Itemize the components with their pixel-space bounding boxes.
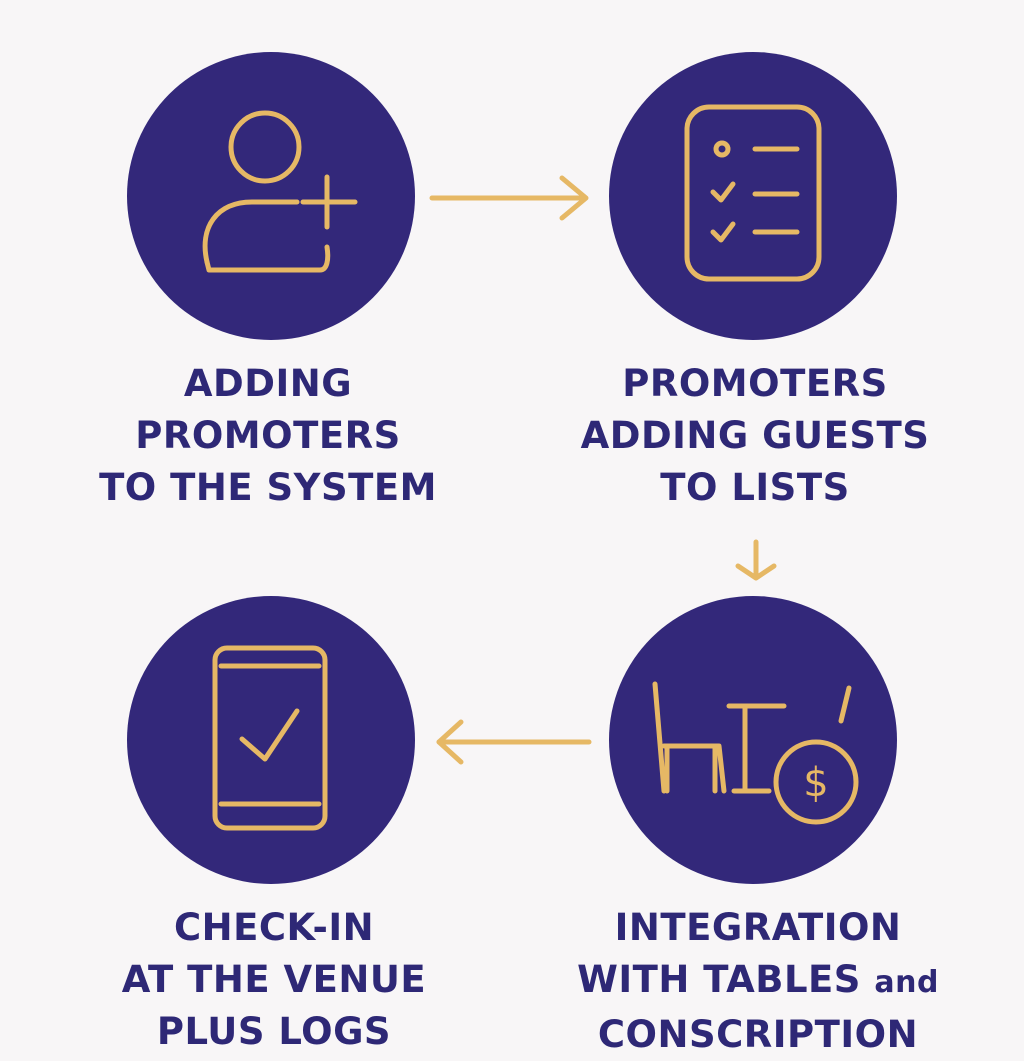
arrow-down-icon: [735, 539, 777, 581]
step-3-label: INTEGRATION WITH TABLES and CONSCRIPTION: [577, 906, 939, 1056]
table-chair-dollar-icon: $: [652, 681, 859, 825]
phone-check-icon: [212, 645, 328, 831]
step-3-circle: $: [609, 596, 897, 884]
add-user-icon: [202, 110, 358, 273]
arrow-left-icon: [436, 719, 592, 765]
arrow-right-icon: [429, 175, 589, 221]
step-1-circle: [127, 52, 415, 340]
checklist-icon: [684, 104, 822, 282]
step-2-label: PROMOTERS ADDING GUESTS TO LISTS: [580, 362, 930, 509]
step-1-label: ADDING PROMOTERS TO THE SYSTEM: [99, 362, 437, 509]
step-4-label: CHECK-IN AT THE VENUE PLUS LOGS: [121, 906, 427, 1053]
step-4-circle: [127, 596, 415, 884]
svg-text:$: $: [803, 760, 828, 806]
step-2-circle: [609, 52, 897, 340]
